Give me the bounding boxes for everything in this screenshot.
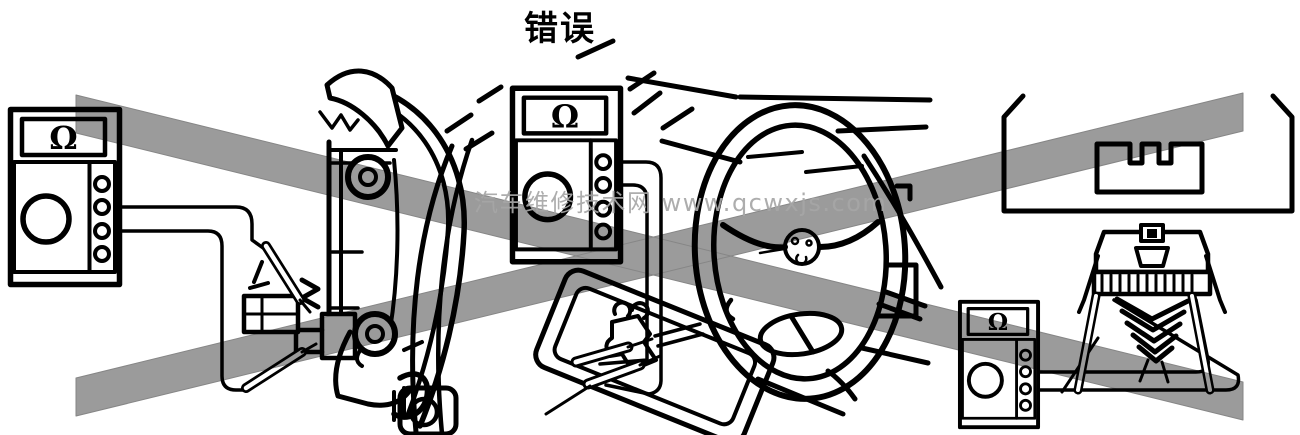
middle-test-probes — [544, 337, 662, 416]
error-cross-band — [75, 92, 1244, 421]
left-meter-lead-1 — [107, 205, 268, 252]
figure-title: 错误 — [524, 9, 596, 49]
left-meter-lead-2 — [107, 229, 245, 392]
middle-meter-lead-1 — [604, 160, 663, 396]
middle-meter-lead-2 — [598, 183, 649, 366]
middle-scene — [397, 38, 944, 435]
harness-connector-plug — [1077, 223, 1227, 314]
